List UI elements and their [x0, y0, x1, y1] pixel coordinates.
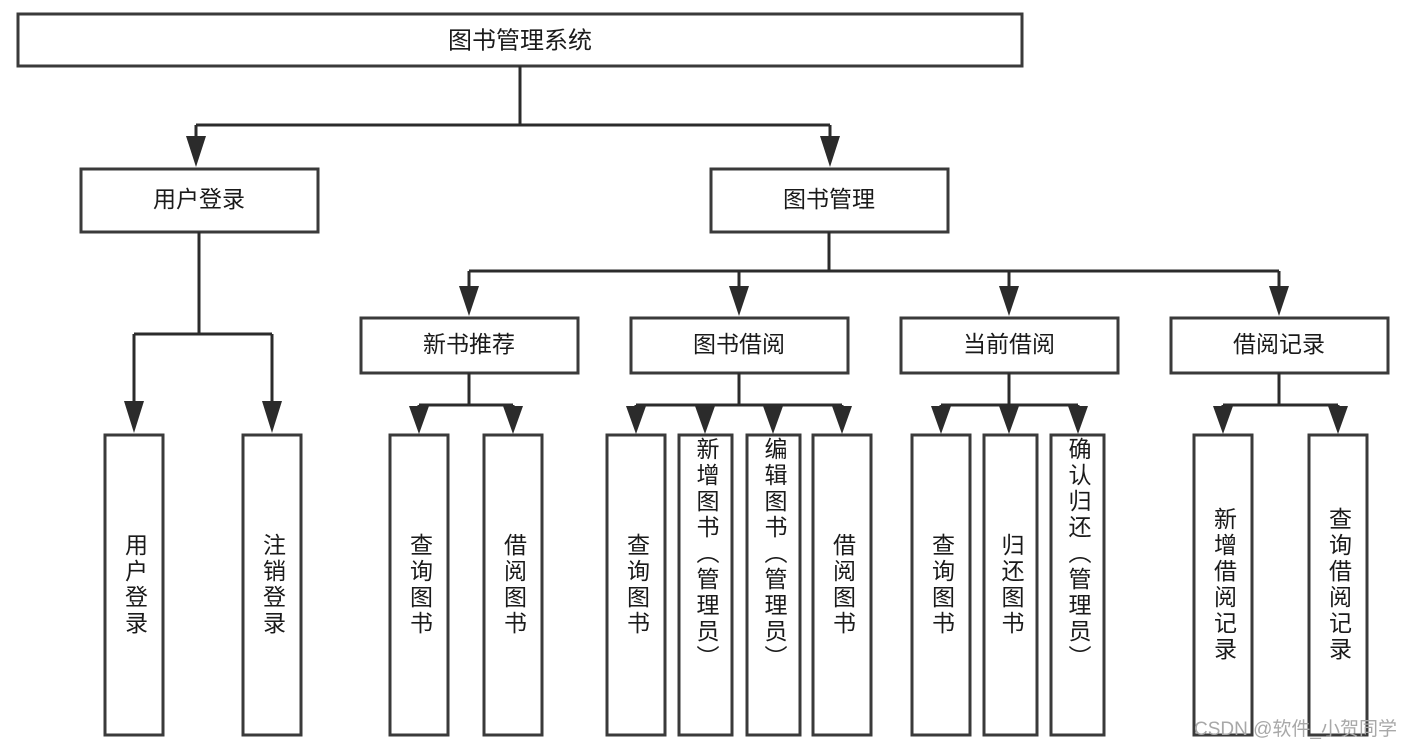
- current-borrow-label: 当前借阅: [963, 331, 1055, 357]
- leaf-box-query-book-1[interactable]: [388, 433, 450, 737]
- user-login-label: 用户登录: [153, 186, 245, 212]
- leaf-box-edit-book[interactable]: [745, 433, 802, 737]
- arrow-to-leaf-return-book: [999, 406, 1019, 434]
- leaf-box-add-record[interactable]: [1192, 433, 1254, 737]
- new-book-recommend-box: [359, 316, 580, 375]
- root-box: [16, 12, 1024, 68]
- current-borrow-box: [899, 316, 1120, 375]
- arrow-to-leaf-query-book-1: [409, 406, 429, 434]
- arrow-to-leaf-query-book-2: [626, 406, 646, 434]
- node-current-borrow[interactable]: 当前借阅: [899, 316, 1120, 375]
- book-manage-label: 图书管理: [783, 186, 875, 212]
- arrow-to-leaf-logout: [262, 401, 282, 433]
- user-login-box: [79, 167, 320, 234]
- arrow-to-leaf-borrow-book-1: [503, 406, 523, 434]
- arrow-to-leaf-add-record: [1213, 406, 1233, 434]
- leaf-box-add-book[interactable]: [677, 433, 734, 737]
- node-new-book-recommend[interactable]: 新书推荐: [359, 316, 580, 375]
- leaf-box-user-login[interactable]: [103, 433, 165, 737]
- arrow-to-current-borrow: [999, 286, 1019, 316]
- leaf-box-logout[interactable]: [241, 433, 303, 737]
- new-book-recommend-label: 新书推荐: [423, 331, 515, 357]
- arrow-to-borrow-record: [1269, 286, 1289, 316]
- borrow-record-label: 借阅记录: [1233, 331, 1325, 357]
- connector-book-borrow-to-leaves: [626, 373, 852, 434]
- arrow-to-leaf-edit-book: [763, 406, 783, 434]
- node-root[interactable]: 图书管理系统: [16, 12, 1024, 68]
- arrow-to-leaf-add-book: [695, 406, 715, 434]
- leaf-box-confirm-return[interactable]: [1049, 433, 1106, 737]
- leaf-box-query-record[interactable]: [1307, 433, 1369, 737]
- arrow-to-leaf-query-record: [1328, 406, 1348, 434]
- leaf-box-borrow-book-2[interactable]: [811, 433, 873, 737]
- arrow-to-user-login: [186, 136, 206, 167]
- node-user-login[interactable]: 用户登录: [79, 167, 320, 234]
- node-borrow-record[interactable]: 借阅记录: [1169, 316, 1390, 375]
- root-label: 图书管理系统: [448, 27, 592, 54]
- connector-borrow-record-to-leaves: [1213, 373, 1348, 434]
- leaf-box-borrow-book-1[interactable]: [482, 433, 544, 737]
- leaf-box-query-book-3[interactable]: [910, 433, 972, 737]
- node-book-borrow[interactable]: 图书借阅: [629, 316, 850, 375]
- arrow-to-book-manage: [820, 136, 840, 167]
- arrow-to-new-book-recommend: [459, 286, 479, 316]
- node-book-manage[interactable]: 图书管理: [709, 167, 950, 234]
- book-borrow-label: 图书借阅: [693, 331, 785, 357]
- arrow-to-leaf-user-login: [124, 401, 144, 433]
- arrow-to-book-borrow: [729, 286, 749, 316]
- connector-new-book-recommend-to-leaves: [409, 373, 523, 434]
- connector-user-login-to-leaves: [124, 232, 282, 433]
- connector-current-borrow-to-leaves: [931, 373, 1088, 434]
- arrow-to-leaf-confirm-return: [1068, 406, 1088, 434]
- connector-book-manage-to-level3: [459, 232, 1289, 316]
- leaf-box-return-book[interactable]: [982, 433, 1039, 737]
- connector-root-to-level2: [186, 66, 840, 167]
- arrow-to-leaf-borrow-book-2: [832, 406, 852, 434]
- arrow-to-leaf-query-book-3: [931, 406, 951, 434]
- leaf-box-query-book-2[interactable]: [605, 433, 667, 737]
